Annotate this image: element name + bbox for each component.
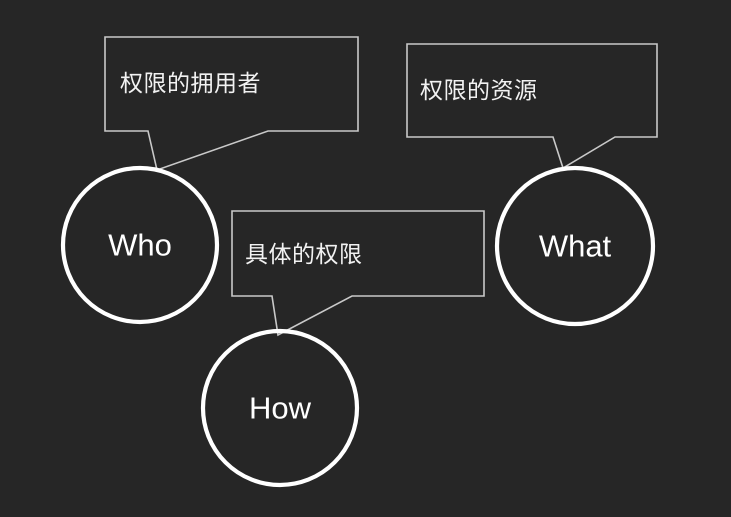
node-circles [60, 165, 656, 488]
circle-how[interactable] [200, 328, 360, 488]
bubble-what-label: 权限的资源 [420, 78, 538, 104]
bubble-who-shape[interactable] [104, 36, 359, 172]
bubble-how-shape[interactable] [231, 210, 485, 337]
bubble-what-shape[interactable] [406, 43, 658, 170]
bubble-who-label: 权限的拥用者 [120, 71, 261, 97]
node-what-label: What [538, 228, 612, 264]
circle-who[interactable] [60, 165, 220, 325]
circle-what[interactable] [494, 165, 656, 327]
bubble-outlines [104, 36, 658, 337]
node-how-label: How [248, 390, 312, 426]
bubble-how-label: 具体的权限 [245, 242, 363, 268]
node-who-label: Who [108, 227, 172, 263]
